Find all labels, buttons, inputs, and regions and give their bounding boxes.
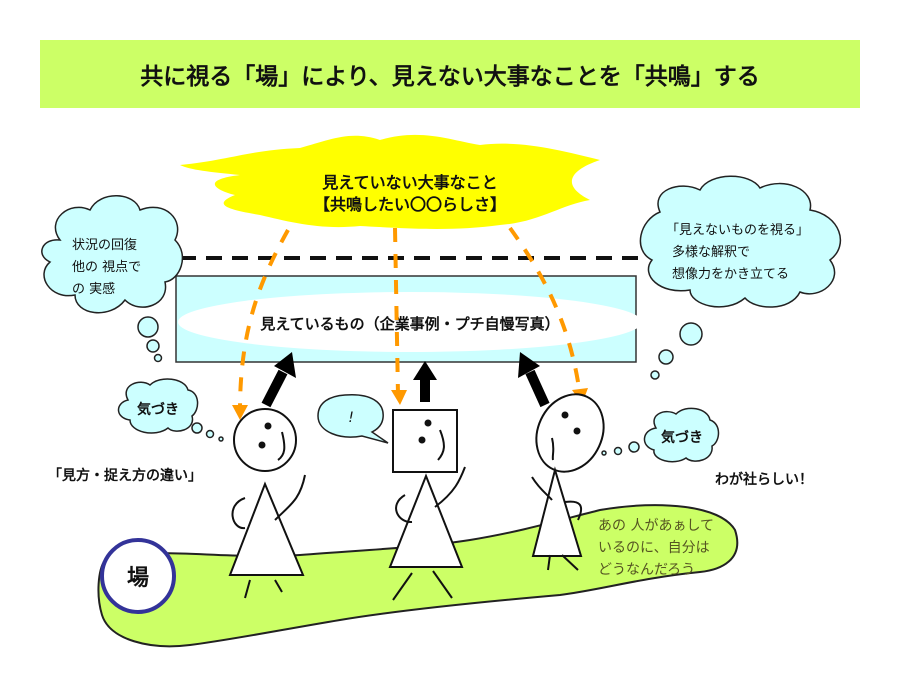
person-left	[228, 408, 306, 599]
right-cloud-line1: 「見えないものを視る」	[666, 223, 809, 238]
orange-arrowhead-center	[391, 390, 407, 405]
ground-text-3: どうなんだろう	[598, 562, 695, 578]
black-arrows	[261, 352, 550, 408]
left-caption: 「見方・捉え方の違い」	[48, 467, 202, 484]
right-cloud-line3: 想像力をかき立てる	[672, 266, 789, 282]
ground-text-2: いるのに、自分は	[598, 540, 710, 556]
orange-arrowhead-left	[232, 405, 248, 420]
orange-dash-left	[238, 229, 290, 411]
visible-box-highlight	[178, 292, 642, 352]
hidden-value-line1: 見えていない大事なこと	[321, 173, 497, 192]
hidden-value-burst	[180, 134, 600, 229]
right-kizuki-cloud	[601, 407, 720, 463]
right-thought-cloud	[639, 175, 841, 380]
title: 共に視る「場」により、見えない大事なことを「共鳴」する	[140, 64, 760, 90]
right-kizuki: 気づき	[661, 429, 703, 446]
left-cloud-line3: の 実感	[72, 281, 115, 297]
arrow-center	[413, 361, 437, 402]
ground-ba	[97, 504, 739, 648]
ground-text-1: あの 人があぁして	[598, 518, 714, 534]
ba-circle	[100, 538, 176, 614]
left-thought-cloud	[41, 195, 184, 363]
person-right	[531, 393, 605, 571]
right-caption: わが社らしい！	[715, 471, 813, 488]
arrow-right	[518, 352, 550, 408]
arrow-left	[261, 352, 296, 408]
left-cloud-line1: 状況の回復	[72, 237, 137, 253]
hidden-value-line2: 【共鳴したい〇〇らしさ】	[314, 195, 506, 214]
title-banner	[40, 40, 860, 108]
ba-label: 場	[127, 566, 149, 591]
left-kizuki-cloud	[117, 378, 224, 442]
orange-dash-right	[508, 226, 582, 396]
orange-dash-center	[393, 227, 400, 396]
visible-box-label: 見えているもの（企業事例・プチ自慢写真）	[259, 315, 559, 333]
speech-bubble	[317, 394, 389, 444]
orange-dashed-arrows	[238, 226, 582, 411]
right-cloud-line2: 多様な解釈で	[672, 244, 750, 260]
left-cloud-line2: 他の 視点で	[72, 260, 141, 275]
speech-text: !	[348, 410, 354, 426]
left-kizuki: 気づき	[137, 401, 179, 418]
